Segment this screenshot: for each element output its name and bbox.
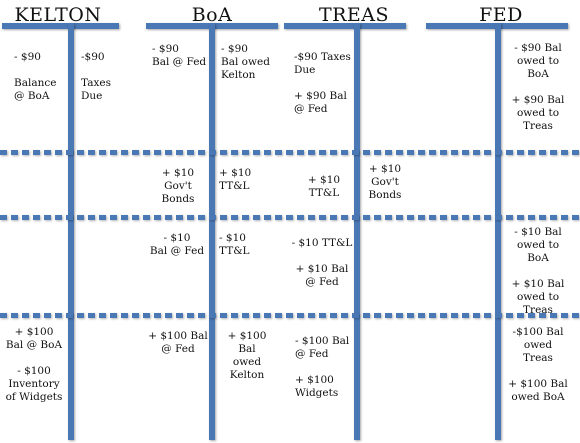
row-separator-3 (0, 313, 580, 318)
row3-boa-right-entry: - $10 TT&L (219, 232, 250, 257)
row4-boa-left-entry: + $100 Bal @ Fed (148, 330, 208, 355)
fed-title: FED (479, 4, 523, 26)
row1-boa-right-entry: - $90 Bal owed Kelton (221, 43, 270, 81)
kelton-t-account-top-bar (2, 23, 119, 29)
row-separator-2 (0, 215, 580, 220)
row4-fed-right-entry: -$100 Bal owed Treas + $100 Bal owed BoA (508, 326, 568, 403)
row1-kelton-right-entry: -$90 Taxes Due (81, 51, 111, 102)
row4-boa-right-entry: + $100 Bal owed Kelton (227, 330, 267, 381)
row3-treas-left-entry: - $10 TT&L + $10 Bal @ Fed (291, 237, 353, 288)
treas-t-account-top-bar (284, 23, 406, 29)
row2-treas-left-entry: + $10 TT&L (307, 174, 341, 199)
kelton-t-account-divider (68, 23, 74, 440)
row3-fed-right-entry: - $10 Bal owed to BoA + $10 Bal owed to … (511, 226, 565, 316)
fed-t-account-divider (495, 23, 501, 440)
row2-treas-right-entry: + $10 Gov't Bonds (368, 163, 402, 201)
row1-boa-left-entry: - $90 Bal @ Fed (152, 43, 207, 68)
row4-treas-left-entry: - $100 Bal @ Fed + $100 Widgets (295, 335, 350, 399)
treas-t-account-divider (354, 23, 360, 440)
row4-kelton-left-entry: + $100 Bal @ BoA - $100 Inventory of Wid… (5, 326, 63, 403)
row3-boa-left-entry: - $10 Bal @ Fed (149, 232, 205, 257)
row1-kelton-left-entry: - $90 Balance @ BoA (14, 51, 57, 102)
row2-boa-right-entry: + $10 TT&L (219, 167, 252, 192)
row-separator-1 (0, 150, 580, 155)
boa-t-account-divider (209, 23, 215, 440)
row1-treas-left-entry: -$90 Taxes Due + $90 Bal @ Fed (294, 51, 351, 115)
boa-title: BoA (191, 4, 233, 26)
row2-boa-left-entry: + $10 Gov't Bonds (161, 167, 195, 205)
row1-fed-right-entry: - $90 Bal owed to BoA + $90 Bal owed to … (511, 42, 565, 132)
kelton-title: KELTON (14, 4, 102, 26)
treas-title: TREAS (318, 4, 390, 26)
